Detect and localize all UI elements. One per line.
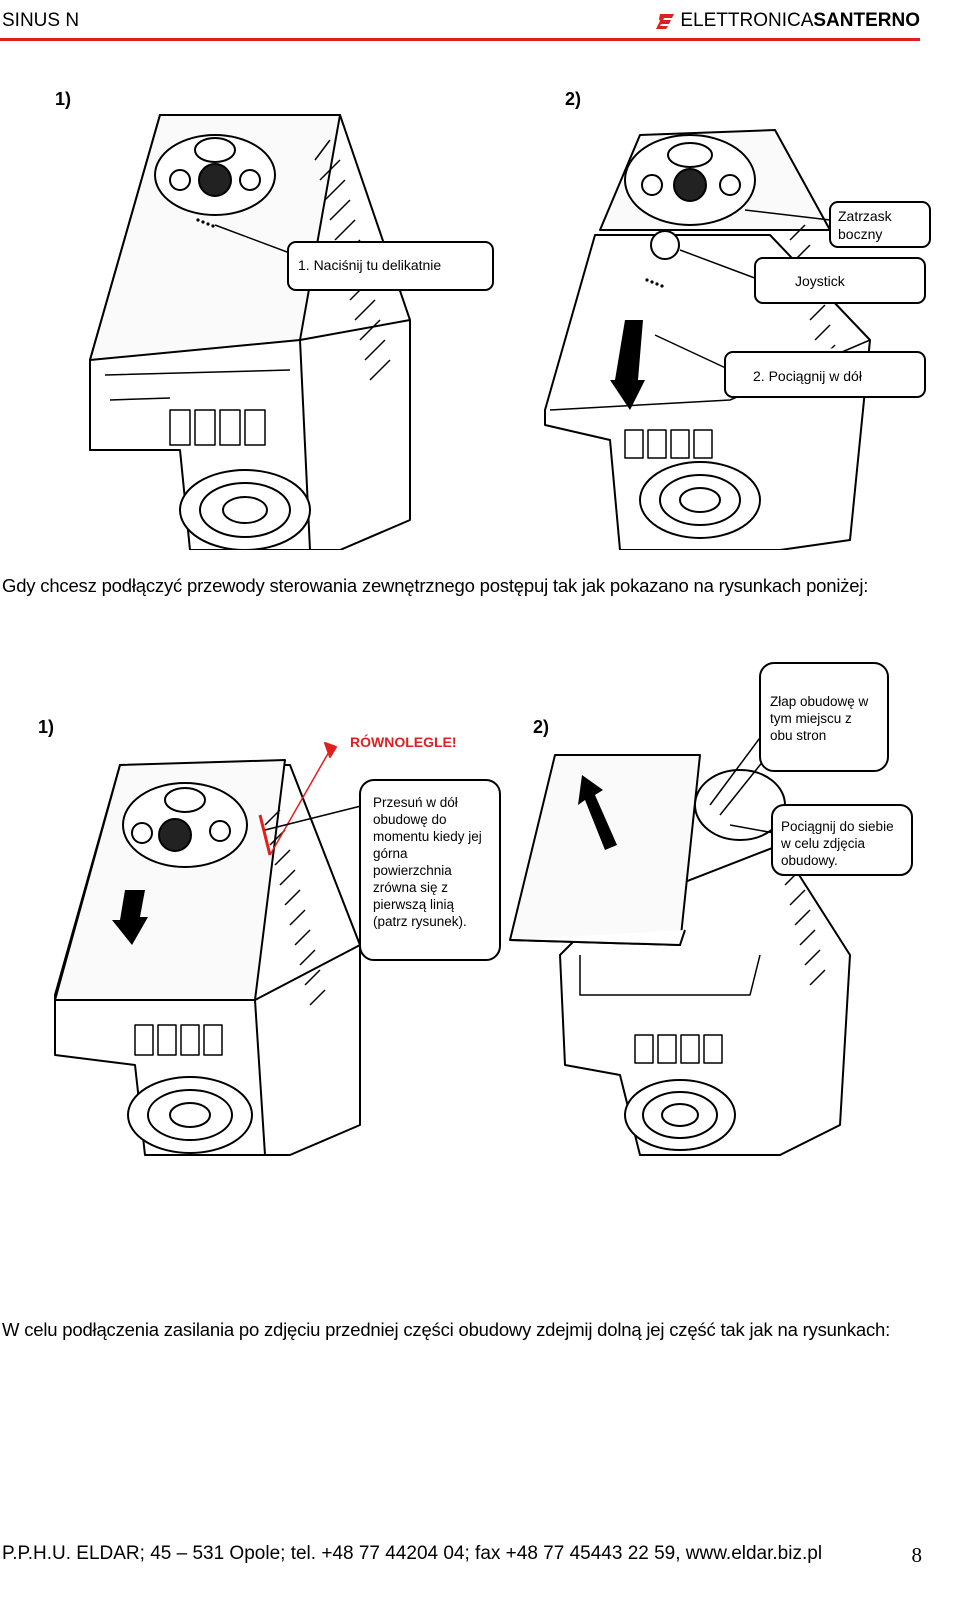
callout-grab-line-2: tym miejscu z — [770, 711, 852, 726]
figure2-step2-label: 2) — [533, 717, 549, 737]
header-brand-regular: ELETTRONICA — [680, 10, 814, 31]
header-brand: ELETTRONICA SANTERNO — [656, 10, 920, 32]
figure-remove-front-cover: 1) 2) 1. Naciśnij tu delikatnie Zatrzask… — [55, 89, 931, 550]
callout-slide-line-8: (patrz rysunek). — [373, 914, 467, 929]
callout-pull-line-3: obudowy. — [781, 853, 838, 868]
callout-grab-cover — [759, 662, 889, 772]
drive-illustration-3 — [54, 742, 361, 1156]
callout-slide-line-2: obudowę do — [373, 812, 447, 827]
callout-pull-text: 2. Pociągnij w dół — [753, 368, 863, 384]
header-rule — [0, 38, 920, 41]
footer-contact: P.P.H.U. ELDAR; 45 – 531 Opole; tel. +48… — [2, 1543, 823, 1564]
callout-latch-text-2: boczny — [838, 226, 882, 242]
callout-side-latch — [829, 201, 931, 248]
figure-control-wiring-access: 1) 2) RÓWNOLEGLE! Przesuń w dół obudowę … — [38, 662, 913, 1156]
page-header: SINUS N ELETTRONICA SANTERNO — [0, 0, 920, 42]
parallel-warning: RÓWNOLEGLE! — [350, 733, 457, 750]
callout-pull-towards — [771, 804, 913, 876]
callout-grab-line-1: Złap obudowę w — [770, 694, 869, 709]
instruction-paragraph-power-wiring: W celu podłączenia zasilania po zdjęciu … — [2, 1319, 891, 1340]
callout-pull-line-1: Pociągnij do siebie — [781, 819, 894, 834]
callout-slide-line-4: górna — [373, 846, 408, 861]
figure1-step1-label: 1) — [55, 89, 71, 109]
page-footer: P.P.H.U. ELDAR; 45 – 531 Opole; tel. +48… — [2, 1543, 923, 1567]
callout-pull-down — [724, 351, 926, 398]
page-number: 8 — [911, 1543, 923, 1567]
drive-illustration-2 — [544, 129, 871, 550]
callout-slide-line-3: momentu kiedy jej — [373, 829, 482, 844]
callout-press-text: 1. Naciśnij tu delikatnie — [298, 257, 441, 273]
santerno-logo-icon — [656, 14, 675, 29]
callout-slide-line-7: pierwszą linią — [373, 897, 455, 912]
callout-slide-line-6: zrówna się z — [373, 880, 448, 895]
callout-latch-text-1: Zatrzask — [838, 208, 893, 224]
callout-joystick — [754, 257, 926, 304]
header-product-name: SINUS N — [2, 10, 80, 31]
callout-pull-line-2: w celu zdjęcia — [780, 836, 866, 851]
callout-joystick-text: Joystick — [795, 273, 846, 289]
callout-slide-down — [359, 779, 501, 961]
instruction-paragraph-control-wiring: Gdy chcesz podłączyć przewody sterowania… — [2, 575, 869, 596]
callout-press-gently — [287, 241, 494, 291]
figure1-step2-label: 2) — [565, 89, 581, 109]
drive-illustration-1 — [89, 114, 411, 550]
header-brand-bold: SANTERNO — [813, 10, 920, 31]
callout-slide-line-1: Przesuń w dół — [373, 795, 458, 810]
figure2-step1-label: 1) — [38, 717, 54, 737]
callout-grab-line-3: obu stron — [770, 728, 826, 743]
drive-illustration-4 — [509, 754, 851, 1156]
callout-slide-line-5: powierzchnia — [373, 863, 452, 878]
